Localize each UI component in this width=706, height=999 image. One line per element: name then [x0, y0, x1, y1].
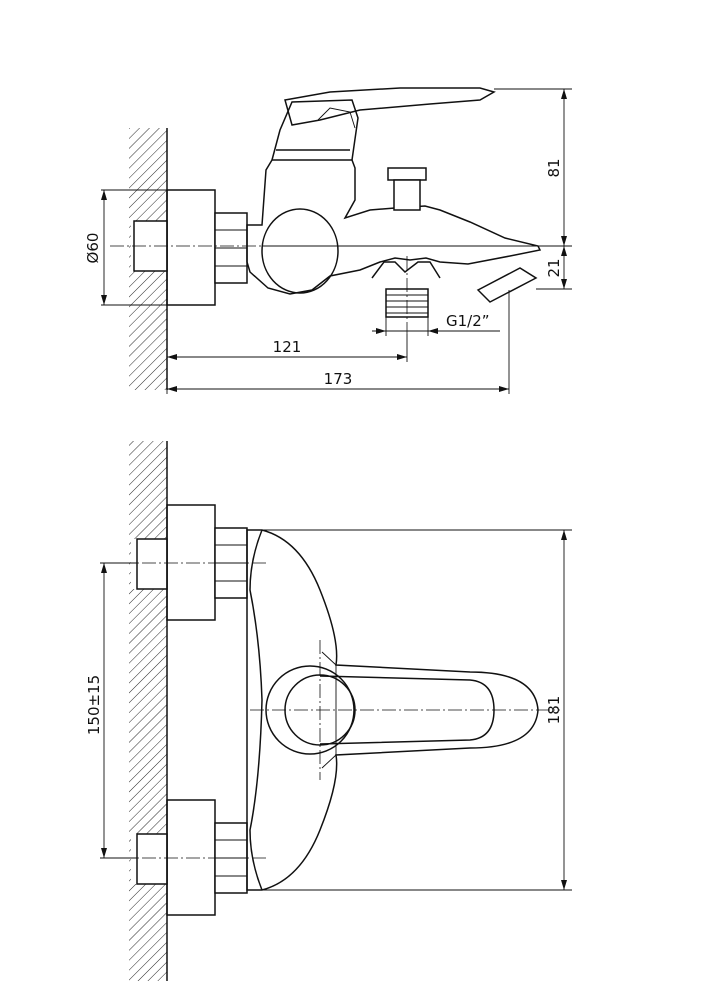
dim-173-label: 173	[324, 370, 353, 388]
mixer-body	[246, 87, 542, 318]
flange	[166, 189, 216, 306]
dim-150: 150±15	[85, 562, 137, 859]
dim-181-label: 181	[545, 696, 563, 725]
dim-121-label: 121	[273, 338, 302, 356]
dim-thread-label: G1/2”	[446, 312, 490, 330]
flange-upper	[166, 504, 248, 621]
dim-181: 181	[247, 529, 572, 891]
wall-section-top	[129, 128, 168, 390]
dim-150-label: 150±15	[85, 675, 103, 735]
dim-diameter-60: Ø60	[84, 189, 167, 306]
wall-section-bottom	[129, 441, 168, 981]
front-view: 150±15 181	[85, 441, 572, 981]
dim-21: 21	[536, 246, 572, 290]
side-view: Ø60 121 173 81	[84, 87, 572, 394]
dim-173: 173	[167, 290, 510, 394]
dim-81: 81	[494, 88, 572, 247]
flange-lower	[166, 799, 248, 916]
hex-nut	[214, 212, 248, 284]
dim-diameter-60-label: Ø60	[84, 233, 102, 264]
dim-81-label: 81	[545, 158, 563, 177]
dim-21-label: 21	[545, 258, 563, 277]
dim-thread: G1/2”	[372, 312, 500, 336]
dim-121: 121	[166, 305, 408, 394]
